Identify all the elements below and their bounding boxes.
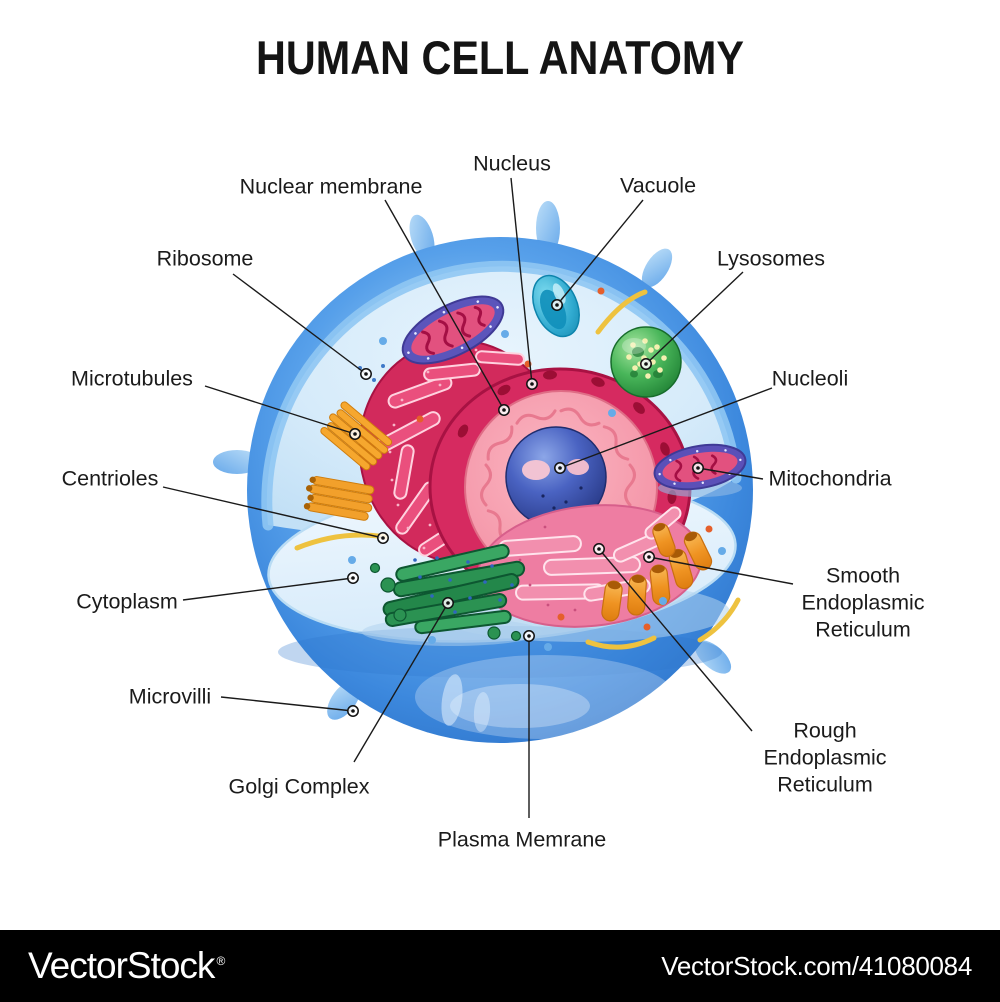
label-cytoplasm: Cytoplasm bbox=[76, 589, 178, 614]
yellow-strands bbox=[294, 289, 741, 650]
golgi-vesicles bbox=[369, 562, 522, 642]
brand-text: VectorStock bbox=[28, 945, 215, 986]
leader-line-microtubules bbox=[204, 385, 356, 435]
microvillus bbox=[641, 248, 673, 288]
leader-line-vacuole bbox=[556, 199, 644, 306]
label-nuclear-membrane: Nuclear membrane bbox=[239, 174, 423, 199]
watermark-bar: VectorStock® VectorStock.com/41080084 bbox=[0, 930, 1000, 1002]
leader-line-centrioles bbox=[162, 486, 384, 539]
cut-rim-highlight bbox=[261, 260, 742, 531]
label-centrioles: Centrioles bbox=[61, 466, 159, 491]
leader-line-mitochondria bbox=[697, 467, 764, 480]
leader-line-microvilli bbox=[220, 696, 354, 712]
label-lysosomes: Lysosomes bbox=[717, 246, 825, 271]
leader-line-nuclear-membrane bbox=[384, 199, 505, 411]
golgi-shadow bbox=[362, 618, 542, 646]
leader-lines bbox=[162, 177, 794, 818]
leader-line-lysosomes bbox=[645, 271, 744, 365]
leader-line-rough-er bbox=[598, 548, 753, 732]
label-vacuole: Vacuole bbox=[619, 173, 697, 198]
page-title: HUMAN CELL ANATOMY bbox=[256, 31, 744, 84]
leader-line-ribosome bbox=[232, 273, 367, 375]
label-smooth-er: Smooth Endoplasmic Reticulum bbox=[801, 563, 925, 642]
microvillus bbox=[694, 640, 732, 674]
leader-line-nucleoli bbox=[559, 387, 773, 469]
label-plasma-membrane: Plasma Memrane bbox=[437, 827, 607, 852]
ribosome-dots bbox=[348, 287, 726, 651]
label-microtubules: Microtubules bbox=[71, 366, 193, 391]
label-rough-er: Rough Endoplasmic Reticulum bbox=[763, 718, 887, 797]
label-ribosome: Ribosome bbox=[156, 246, 254, 271]
registered-mark: ® bbox=[216, 953, 225, 968]
label-nucleoli: Nucleoli bbox=[771, 366, 849, 391]
label-microvilli: Microvilli bbox=[128, 684, 212, 709]
leader-line-cytoplasm bbox=[182, 577, 354, 601]
leader-line-nucleus bbox=[510, 177, 533, 385]
leader-line-smooth-er bbox=[648, 556, 794, 585]
centrioles-bundle bbox=[303, 476, 375, 521]
label-golgi-complex: Golgi Complex bbox=[228, 774, 370, 799]
leader-markers bbox=[347, 299, 704, 717]
mitochondrion-left bbox=[401, 295, 505, 365]
label-mitochondria: Mitochondria bbox=[768, 466, 892, 491]
ribosome-stipple bbox=[388, 348, 478, 550]
golgi-complex bbox=[369, 543, 526, 642]
golgi-dots bbox=[413, 556, 514, 614]
leader-line-golgi bbox=[353, 602, 449, 763]
label-nucleus: Nucleus bbox=[473, 151, 551, 176]
vectorstock-logo: VectorStock® bbox=[28, 945, 225, 987]
vectorstock-url: VectorStock.com/41080084 bbox=[661, 950, 972, 981]
